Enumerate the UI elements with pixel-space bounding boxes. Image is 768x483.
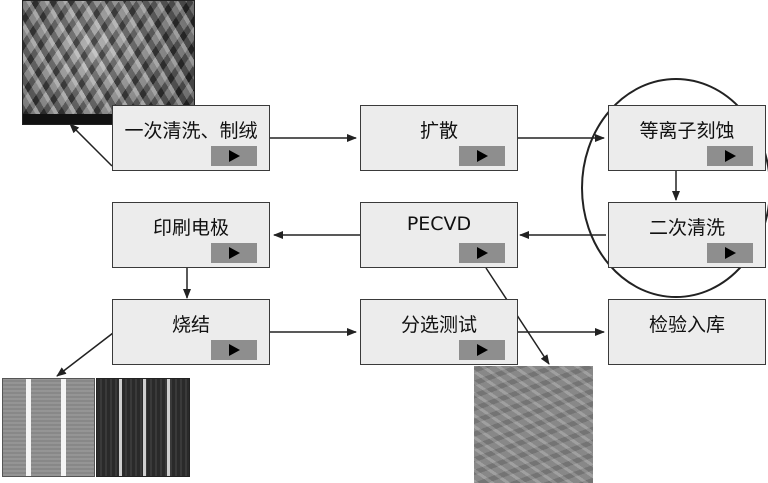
step-printing-label: 印刷电极	[152, 217, 229, 239]
cell-back-image	[96, 378, 190, 477]
cell-front-image	[2, 378, 95, 477]
play-icon	[724, 247, 736, 259]
texture-sem-image	[22, 0, 195, 125]
step-pecvd[interactable]: PECVD	[360, 202, 518, 268]
play-button[interactable]	[707, 146, 753, 166]
sem-scale-bar	[23, 114, 194, 124]
step-second-clean-label: 二次清洗	[648, 217, 725, 239]
step-printing[interactable]: 印刷电极	[112, 202, 270, 268]
play-icon	[228, 247, 240, 259]
highlight-circle	[581, 78, 768, 298]
step-texturing-label: 一次清洗、制绒	[124, 120, 258, 142]
step-sorting[interactable]: 分选测试	[360, 299, 518, 365]
play-icon	[228, 344, 240, 356]
play-button[interactable]	[459, 340, 505, 360]
step-sintering[interactable]: 烧结	[112, 299, 270, 365]
step-sorting-label: 分选测试	[400, 314, 477, 336]
callout-texturing-photo	[69, 123, 113, 167]
callout-sintering-photo	[56, 332, 114, 377]
play-button[interactable]	[211, 243, 257, 263]
step-plasma-etch[interactable]: 等离子刻蚀	[608, 105, 766, 171]
step-diffusion-label: 扩散	[419, 120, 458, 142]
play-icon	[476, 344, 488, 356]
play-button[interactable]	[459, 146, 505, 166]
play-icon	[476, 150, 488, 162]
pecvd-surface-image	[474, 366, 593, 483]
play-icon	[228, 150, 240, 162]
play-icon	[724, 150, 736, 162]
step-texturing[interactable]: 一次清洗、制绒	[112, 105, 270, 171]
step-warehousing[interactable]: 检验入库	[608, 299, 766, 365]
play-button[interactable]	[211, 146, 257, 166]
play-button[interactable]	[707, 243, 753, 263]
play-button[interactable]	[211, 340, 257, 360]
play-icon	[476, 247, 488, 259]
step-pecvd-label: PECVD	[406, 213, 472, 235]
step-second-clean[interactable]: 二次清洗	[608, 202, 766, 268]
play-button[interactable]	[459, 243, 505, 263]
step-warehousing-label: 检验入库	[648, 314, 725, 336]
step-plasma-etch-label: 等离子刻蚀	[639, 120, 735, 142]
step-sintering-label: 烧结	[171, 314, 210, 336]
step-diffusion[interactable]: 扩散	[360, 105, 518, 171]
